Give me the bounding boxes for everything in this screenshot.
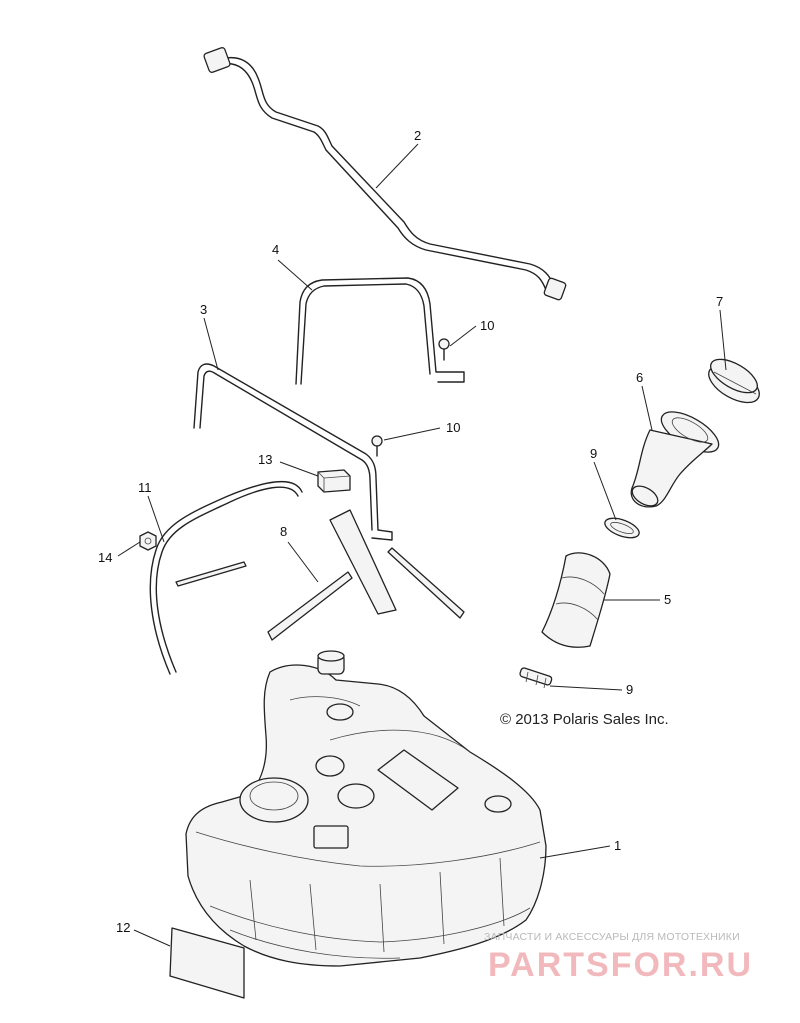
callout-1: 1 [614, 838, 621, 853]
watermark-brand: PARTSFOR.RU [488, 946, 753, 984]
label-part [169, 927, 245, 999]
callout-labels: 2 4 3 10 10 7 6 9 5 9 13 11 14 8 1 12 [98, 128, 723, 935]
clamp-upper-part [604, 517, 640, 539]
block-part [317, 469, 351, 493]
watermark-subtitle: ЗАПЧАСТИ И АКСЕССУАРЫ ДЛЯ МОТОТЕХНИКИ [484, 931, 740, 943]
cap-part [708, 358, 760, 404]
filler-neck-part [630, 411, 720, 508]
callout-10b: 10 [446, 420, 460, 435]
pads-part [175, 509, 465, 641]
callout-4: 4 [272, 242, 279, 257]
copyright-text: © 2013 Polaris Sales Inc. [500, 711, 669, 728]
screw-lower-part [371, 435, 383, 457]
watermark: ЗАПЧАСТИ И АКСЕССУАРЫ ДЛЯ МОТОТЕХНИКИ PA… [484, 931, 753, 984]
hose-left-part [149, 480, 303, 675]
upper-strap-part [295, 277, 465, 385]
callout-9a: 9 [590, 446, 597, 461]
callout-11: 11 [138, 480, 152, 495]
callout-9b: 9 [626, 682, 633, 697]
leader-lines [117, 143, 727, 947]
callout-12: 12 [116, 920, 130, 935]
callout-2: 2 [414, 128, 421, 143]
callout-13: 13 [258, 452, 272, 467]
hose-right-part [541, 552, 611, 648]
screw-upper-part [438, 338, 450, 361]
callout-10a: 10 [480, 318, 494, 333]
nut-part [139, 531, 157, 551]
callout-5: 5 [664, 592, 671, 607]
clamp-lower-part [519, 667, 553, 689]
callout-7: 7 [716, 294, 723, 309]
lower-strap-part [193, 363, 393, 541]
fuel-tank-part [185, 650, 547, 967]
callout-6: 6 [636, 370, 643, 385]
callout-3: 3 [200, 302, 207, 317]
callout-8: 8 [280, 524, 287, 539]
vent-line-part [203, 47, 567, 301]
callout-14: 14 [98, 550, 112, 565]
